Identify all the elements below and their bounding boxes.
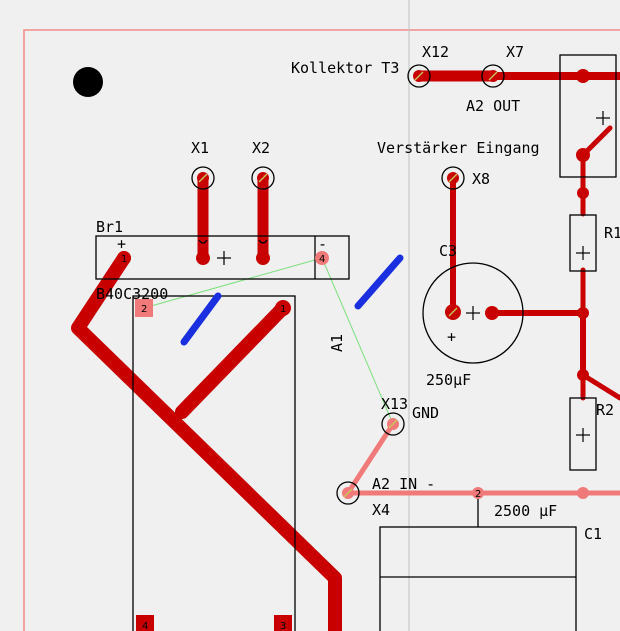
pad-icon[interactable]	[315, 251, 329, 265]
label-c1-value: 2500 µF	[494, 502, 557, 520]
pin-number: 1	[280, 304, 286, 315]
pad-icon[interactable]	[472, 487, 484, 499]
via-icon[interactable]	[481, 64, 505, 88]
label-x4: X4	[372, 501, 390, 519]
trace-r2-diag[interactable]	[580, 372, 620, 401]
pad-icon[interactable]	[577, 369, 589, 381]
pad-icon[interactable]	[117, 251, 131, 265]
label-x1: X1	[191, 139, 209, 157]
r2-outline	[569, 397, 597, 471]
via-icon[interactable]	[191, 166, 215, 190]
label-r1: R1	[604, 224, 620, 242]
origin-cross-icon	[217, 111, 610, 442]
pin-number: 3	[280, 621, 286, 631]
label-c3-plus: +	[447, 328, 456, 346]
pad-icon[interactable]	[577, 187, 589, 199]
pad-icon[interactable]	[136, 615, 154, 631]
pad-icon[interactable]	[485, 306, 499, 320]
label-x12: X12	[422, 43, 449, 61]
label-a1: A1	[328, 334, 346, 352]
label-br1: Br1	[96, 218, 123, 236]
via-icon[interactable]	[441, 166, 465, 190]
label-c3-value: 250µF	[426, 371, 471, 389]
pad-icon[interactable]	[576, 69, 590, 83]
pads[interactable]	[117, 69, 590, 631]
pin-number: 2	[475, 489, 481, 500]
via-icon[interactable]	[381, 412, 405, 436]
silkscreen	[95, 54, 617, 631]
label-verstaerker: Verstärker Eingang	[377, 139, 540, 157]
pad-icon[interactable]	[196, 251, 210, 265]
pad-icon[interactable]	[577, 307, 589, 319]
via-icon[interactable]	[251, 166, 275, 190]
via-icon[interactable]	[407, 64, 431, 88]
c3-outline	[422, 262, 524, 364]
label-x7: X7	[506, 43, 524, 61]
trace-br1-plus-a1[interactable]	[71, 251, 342, 631]
label-r2: R2	[596, 401, 614, 419]
label-x2: X2	[252, 139, 270, 157]
label-a2-in: A2 IN -	[372, 475, 435, 493]
pad-icon[interactable]	[135, 299, 153, 317]
pin-number: 4	[142, 621, 148, 631]
trace-c3-r[interactable]	[489, 310, 586, 378]
r1-outline	[569, 214, 597, 272]
pin-number: 1	[121, 254, 127, 265]
pad-icon[interactable]	[576, 148, 590, 162]
pin-number: 2	[141, 304, 147, 315]
label-c1: C1	[584, 525, 602, 543]
ic-outline	[559, 54, 617, 178]
pin-number: 4	[319, 254, 325, 265]
label-br1-minus: -	[318, 235, 327, 253]
br1-outline	[95, 235, 350, 280]
highlight-marks	[180, 254, 404, 346]
pad-icon[interactable]	[275, 300, 291, 316]
connectors[interactable]	[191, 64, 505, 505]
pad-icon[interactable]	[577, 487, 589, 499]
drill-hole-icon[interactable]	[73, 67, 103, 97]
via-icon[interactable]	[336, 481, 360, 505]
label-x8: X8	[472, 170, 490, 188]
trace-gnd-a2in[interactable]	[345, 421, 396, 496]
airwires	[143, 257, 394, 425]
label-b40: B40C3200	[96, 285, 168, 303]
board-outline	[23, 29, 620, 631]
top-traces[interactable]	[71, 70, 620, 631]
pad-icon[interactable]	[274, 615, 292, 631]
label-br1-plus: +	[117, 235, 126, 253]
label-a2-out: A2 OUT	[466, 97, 520, 115]
trace-br1-a1-3[interactable]	[175, 301, 290, 419]
pad-icon[interactable]	[256, 251, 270, 265]
label-x13: X13	[381, 395, 408, 413]
label-kollektor: Kollektor T3	[291, 59, 399, 77]
label-c3: C3	[439, 242, 457, 260]
label-gnd: GND	[412, 404, 439, 422]
